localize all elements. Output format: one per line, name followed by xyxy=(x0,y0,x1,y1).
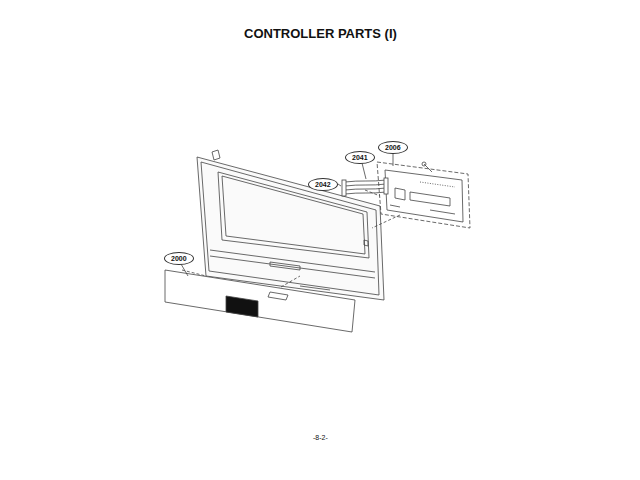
callout-oval: 2041 xyxy=(345,151,375,164)
callout-number: 2042 xyxy=(315,180,331,189)
callout-oval: 2042 xyxy=(308,178,338,191)
callout-oval: 2006 xyxy=(378,141,408,154)
callout-number: 2041 xyxy=(352,153,368,162)
callout-number: 2000 xyxy=(171,254,187,263)
page-number: -8-2- xyxy=(313,434,328,441)
callout-oval: 2000 xyxy=(164,252,194,265)
callout-number: 2006 xyxy=(385,143,401,152)
diagram-title: CONTROLLER PARTS (I) xyxy=(244,26,397,41)
